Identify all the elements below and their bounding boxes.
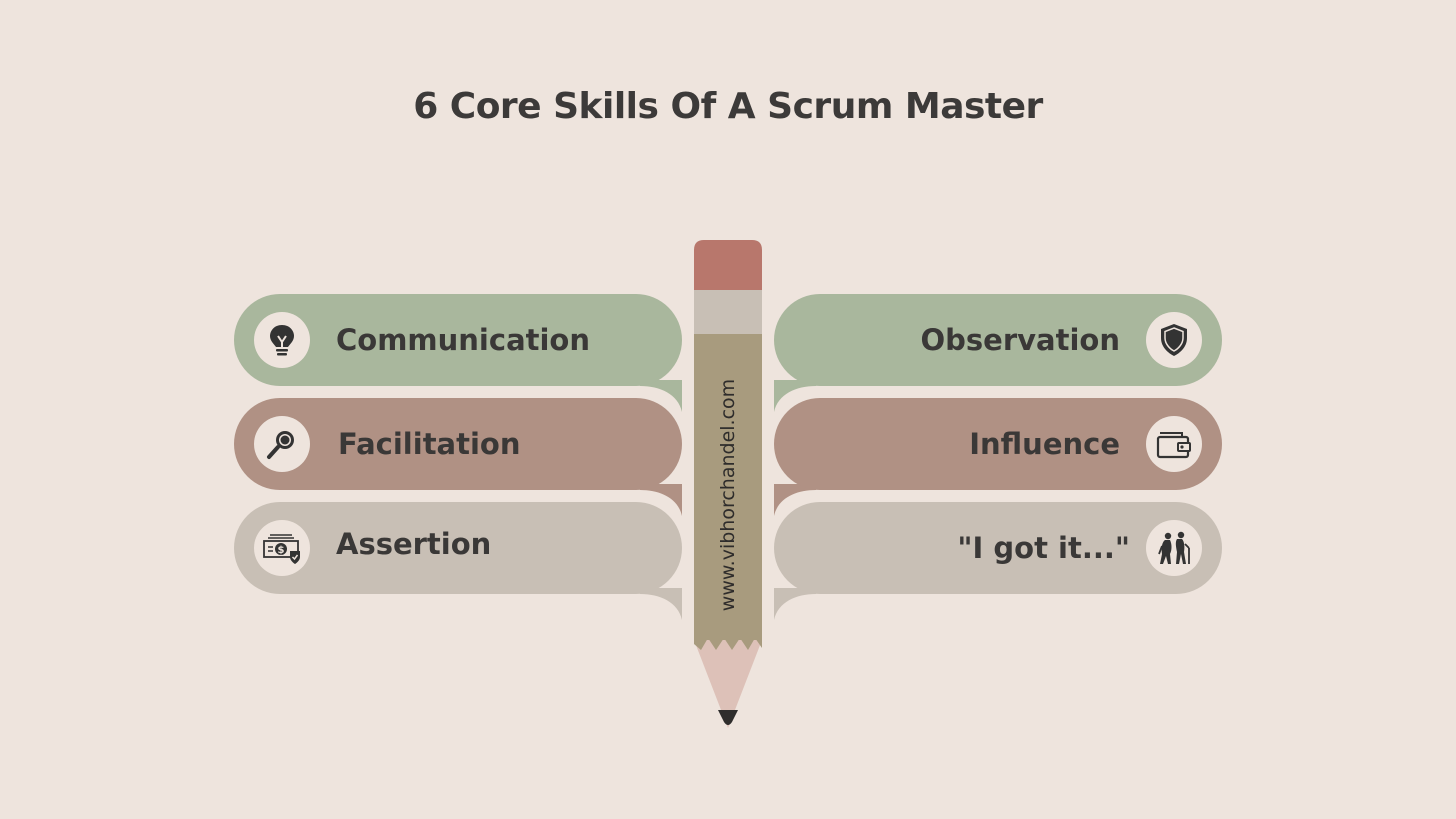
tail-right-3: [774, 588, 816, 620]
skill-label-assertion: Assertion: [336, 527, 492, 561]
pencil-eraser: [694, 240, 762, 290]
tail-right-2: [774, 484, 816, 516]
skill-band-influence: Influence: [774, 398, 1222, 490]
money-shield-icon: $: [254, 520, 310, 576]
pencil-lead: [718, 710, 738, 725]
skill-label-communication: Communication: [336, 323, 591, 357]
pencil-graphic: [694, 240, 762, 728]
elderly-couple-icon: [1146, 520, 1202, 576]
tail-right-1: [774, 380, 816, 412]
skill-band-facilitation: Facilitation: [234, 398, 682, 490]
svg-text:$: $: [278, 545, 285, 556]
pencil-ferrule: [694, 290, 762, 334]
lightbulb-icon: [254, 312, 310, 368]
watermark-url: www.vibhorchandel.com: [717, 378, 739, 612]
skill-band-communication: Communication: [234, 294, 682, 386]
shield-icon: [1146, 312, 1202, 368]
skill-label-influence: Influence: [969, 427, 1120, 461]
pencil-wood-tip: [694, 640, 762, 728]
skill-band-assertion: $ Assertion: [234, 502, 682, 594]
wallet-icon: [1146, 416, 1202, 472]
skill-label-observation: Observation: [920, 323, 1121, 357]
skill-label-facilitation: Facilitation: [338, 427, 521, 461]
magnifier-icon: [254, 416, 310, 472]
page-title: 6 Core Skills Of A Scrum Master: [413, 86, 1043, 127]
pencil-body: [694, 334, 762, 640]
tail-left-2: [640, 484, 682, 516]
tail-left-3: [640, 588, 682, 620]
skill-band-observation: Observation: [774, 294, 1222, 386]
tail-left-1: [640, 380, 682, 412]
skill-band-i-got-it: "I got it...": [774, 502, 1222, 594]
skill-label-i-got-it: "I got it...": [957, 531, 1130, 565]
